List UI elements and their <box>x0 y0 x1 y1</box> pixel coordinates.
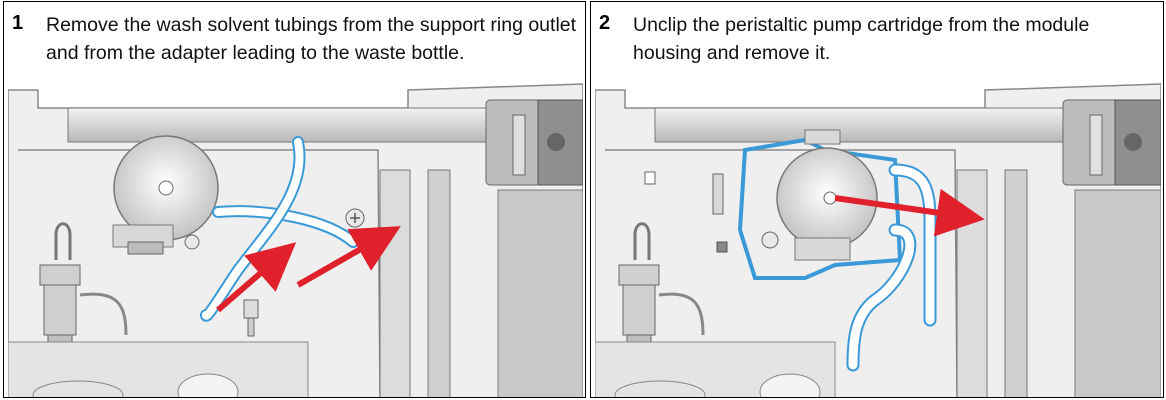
step-1-illustration <box>8 80 583 398</box>
step-2-illustration <box>595 80 1161 398</box>
step-1-panel: 1 Remove the wash solvent tubings from t… <box>3 1 586 398</box>
step-2-panel: 2 Unclip the peristaltic pump cartridge … <box>590 1 1164 398</box>
step-number: 2 <box>599 11 610 35</box>
step-instruction: Unclip the peristaltic pump cartridge fr… <box>633 11 1155 67</box>
step-instruction: Remove the wash solvent tubings from the… <box>46 11 577 67</box>
step-number: 1 <box>12 11 23 35</box>
